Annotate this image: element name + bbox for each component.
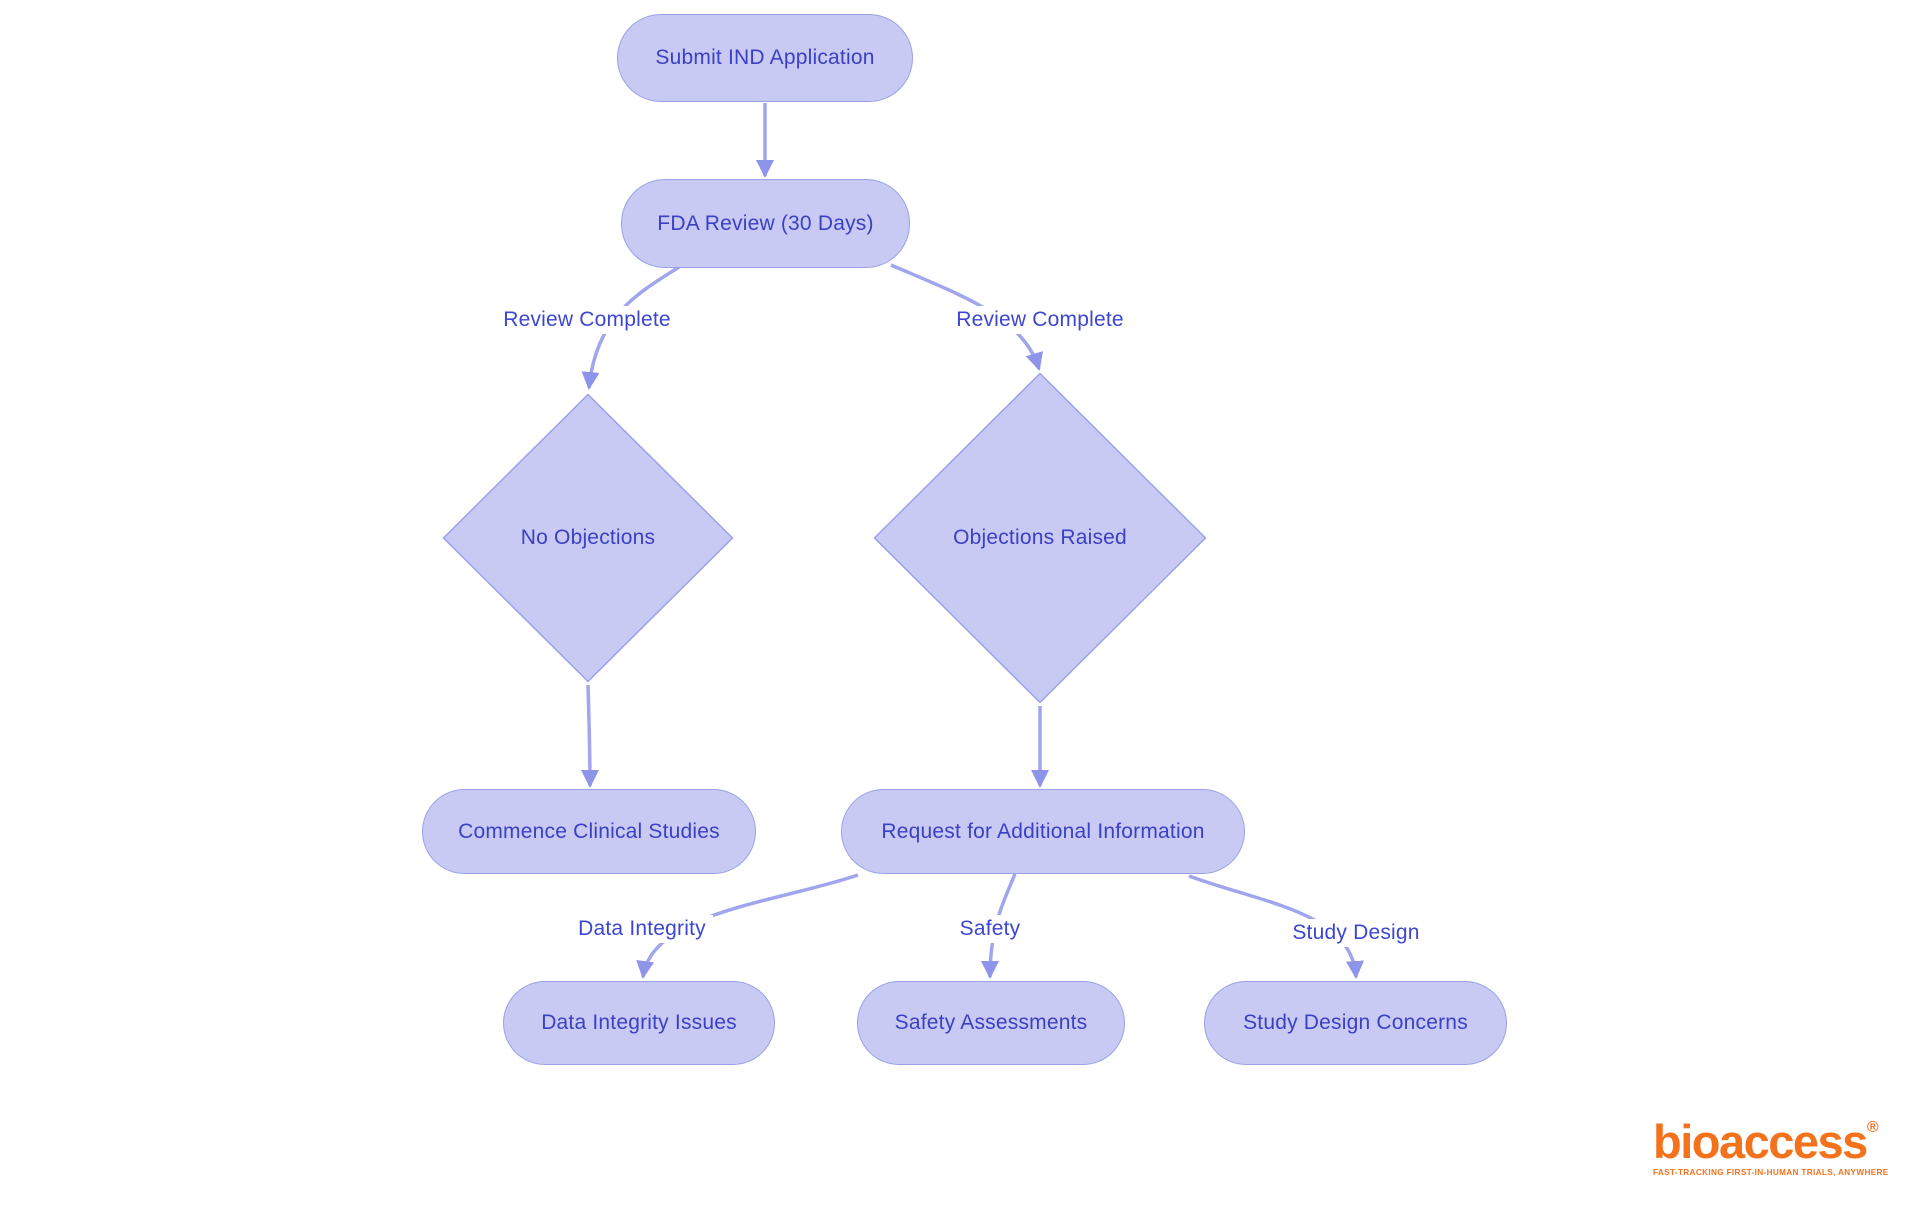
edge-label-study-design: Study Design [1285,919,1427,947]
node-label: Objections Raised [953,526,1127,549]
node-label: Safety Assessments [894,1011,1088,1034]
node-commence-clinical-studies: Commence Clinical Studies [422,789,756,874]
node-request-additional-information: Request for Additional Information [841,789,1245,874]
edge-no-objections-to-commence [580,684,599,788]
edge-request-to-data-integrity [636,873,859,979]
node-label: Commence Clinical Studies [458,819,720,843]
node-objections-raised-decision: Objections Raised [873,372,1207,704]
edge-label-safety: Safety [952,915,1028,943]
diamond-shape [873,372,1207,704]
node-fda-review: FDA Review (30 Days) [621,179,910,268]
node-label: Request for Additional Information [881,819,1205,843]
diamond-shape [442,393,734,683]
node-study-design-concerns: Study Design Concerns [1204,981,1507,1065]
node-label: No Objections [520,526,656,549]
bioaccess-tagline: FAST-TRACKING FIRST-IN-HUMAN TRIALS, ANY… [1653,1168,1889,1177]
node-label: Submit IND Application [655,46,875,69]
node-label: Study Design Concerns [1243,1011,1468,1034]
edge-request-to-study-design [1188,874,1364,979]
node-safety-assessments: Safety Assessments [857,981,1125,1065]
bioaccess-wordmark: bioaccess® [1653,1115,1879,1168]
edge-label-review-complete-right: Review Complete [949,306,1131,334]
node-label: Data Integrity Issues [541,1011,737,1034]
edge-label-review-complete-left: Review Complete [496,306,678,334]
registered-trademark-icon: ® [1866,1119,1879,1136]
node-no-objections-decision: No Objections [442,393,734,683]
bioaccess-logo: bioaccess® FAST-TRACKING FIRST-IN-HUMAN … [1653,1118,1889,1177]
edge-label-data-integrity: Data Integrity [571,915,713,943]
node-submit-ind-application: Submit IND Application [617,14,913,102]
node-label: FDA Review (30 Days) [657,211,874,235]
node-data-integrity-issues: Data Integrity Issues [503,981,775,1065]
